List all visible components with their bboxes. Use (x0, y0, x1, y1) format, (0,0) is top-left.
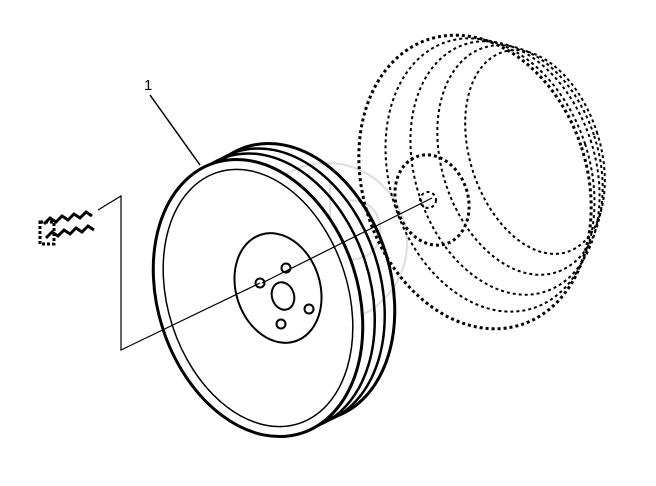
assembly-lines (97, 94, 433, 351)
mating-hub-dashed (357, 33, 606, 331)
bolt-part (38, 210, 95, 246)
callout-label-1: 1 (144, 77, 152, 94)
pulley-part (151, 141, 397, 439)
